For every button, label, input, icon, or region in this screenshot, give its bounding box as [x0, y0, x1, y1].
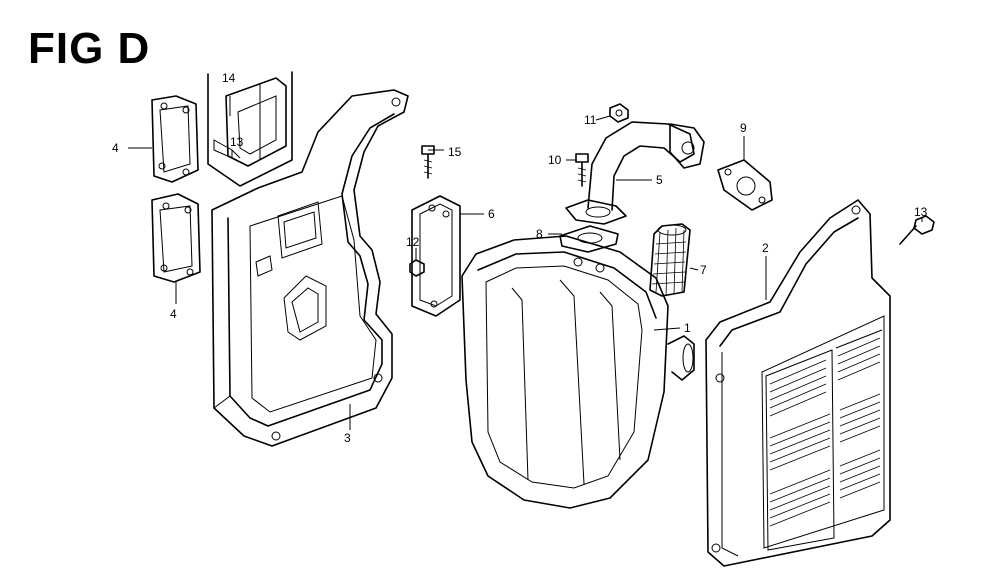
part-1-muffler [461, 235, 695, 509]
part-14-bracket [207, 71, 293, 187]
callout-3: 3 [344, 431, 351, 445]
part-6-bracket [411, 195, 461, 317]
part-10-bolt [575, 153, 589, 187]
figure-title: FIG D [28, 24, 151, 73]
louver-grille [765, 329, 883, 551]
part-11-nut [609, 103, 629, 123]
leader-lines [128, 96, 923, 430]
callout-5: 5 [656, 173, 663, 187]
callout-2: 2 [762, 241, 769, 255]
callout-8: 8 [536, 227, 543, 241]
callout-15: 15 [448, 145, 462, 159]
callout-9: 9 [740, 121, 747, 135]
callout-12: 12 [406, 235, 420, 249]
part-5-exhaust-pipe [565, 121, 705, 225]
part-2-muffler-cover [705, 199, 891, 567]
part-4-upper-plate [151, 95, 199, 183]
part-4-lower-plate [151, 193, 201, 283]
callout-labels: 4 4 14 13 3 15 6 12 11 10 5 8 7 9 1 2 13 [112, 71, 928, 445]
part-13-bolt-right [899, 215, 935, 245]
callout-4-upper: 4 [112, 141, 119, 155]
callout-7: 7 [700, 263, 707, 277]
callout-13-right: 13 [914, 205, 928, 219]
callout-13-left: 13 [230, 135, 244, 149]
callout-14: 14 [222, 71, 236, 85]
part-15-bolt [421, 145, 435, 179]
part-3-housing-panel [211, 89, 409, 447]
callout-11: 11 [584, 113, 597, 127]
callout-10: 10 [548, 153, 562, 167]
callout-6: 6 [488, 207, 495, 221]
part-7-spark-arrester [649, 223, 691, 297]
callout-4-lower: 4 [170, 307, 177, 321]
callout-1: 1 [684, 321, 691, 335]
part-9-gasket [717, 159, 773, 211]
